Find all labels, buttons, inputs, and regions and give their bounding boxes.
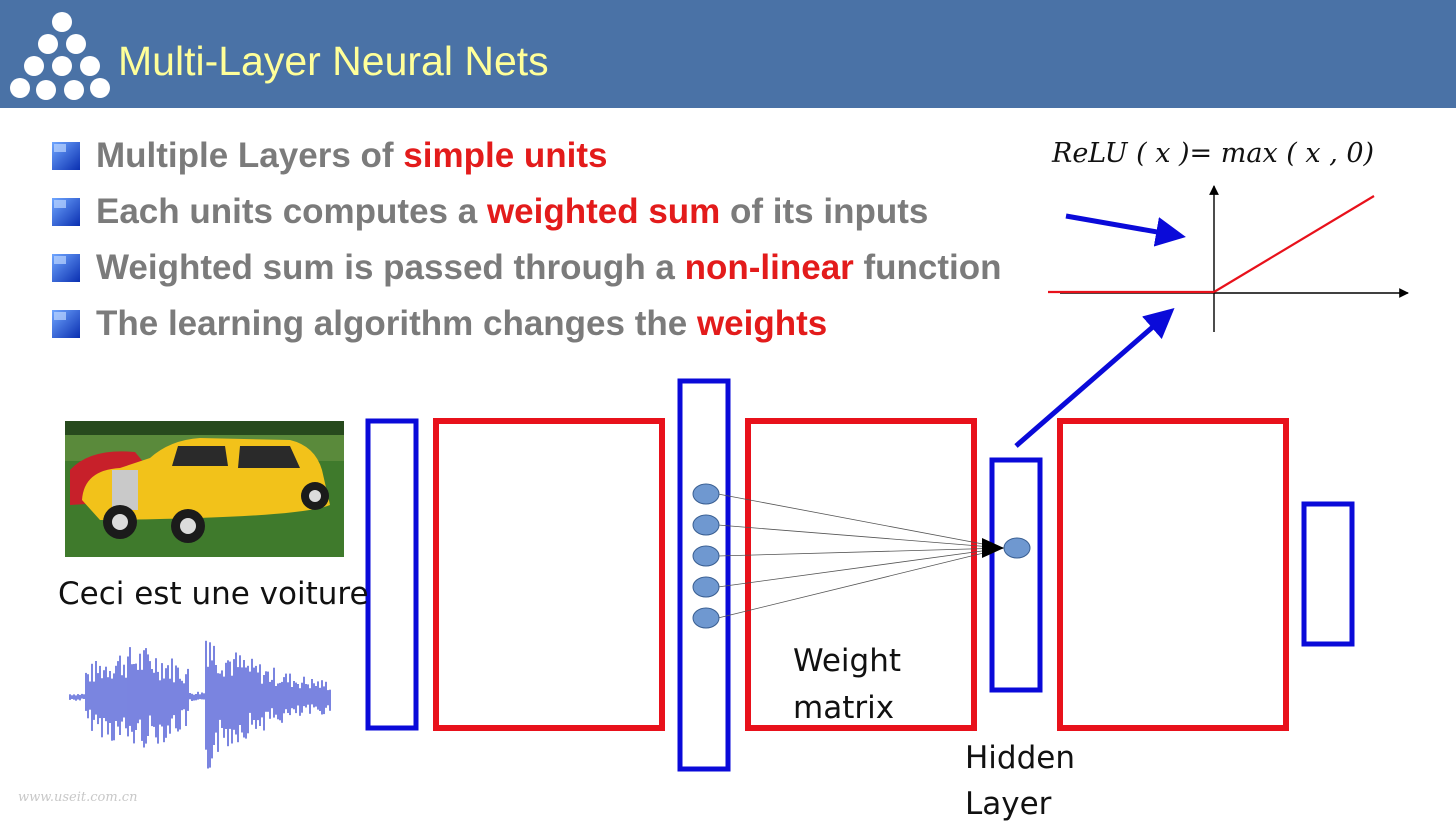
- bullet-highlight: weighted sum: [486, 192, 721, 231]
- square-bullet-icon: [52, 142, 80, 170]
- hidden-layer-label-line1: Hidden: [965, 740, 1075, 776]
- bullet-text: Each units computes a: [96, 192, 487, 231]
- arrow-to-relu-from-hidden: [1014, 308, 1175, 448]
- bullet-text-end: function: [853, 248, 1002, 287]
- bullet-item: Multiple Layers of simple units: [50, 130, 1002, 186]
- weight-matrix-2: [745, 418, 977, 731]
- bullet-highlight: simple units: [403, 136, 608, 175]
- node: [692, 576, 720, 598]
- bullet-item: Each units computes a weighted sum of it…: [50, 186, 1002, 242]
- layer-2: [677, 378, 731, 772]
- node: [692, 483, 720, 505]
- square-bullet-icon: [52, 254, 80, 282]
- layer-2-nodes: [692, 483, 720, 629]
- node: [692, 607, 720, 629]
- relu-linear-segment: [1213, 195, 1375, 293]
- square-bullet-icon: [52, 310, 80, 338]
- bullet-text: Multiple Layers of: [96, 136, 404, 175]
- bullet-text-end: of its inputs: [720, 192, 929, 231]
- molecule-logo-icon: [10, 12, 110, 100]
- slide-title: Multi-Layer Neural Nets: [118, 38, 549, 84]
- node: [692, 514, 720, 536]
- connection-arrowhead: [982, 538, 1004, 558]
- hidden-layer-label-line2: Layer: [965, 786, 1052, 822]
- weight-matrix-label-line1: Weight: [793, 643, 902, 679]
- square-bullet-icon: [52, 198, 80, 226]
- output-layer: [1301, 501, 1355, 647]
- bullet-highlight: weights: [696, 304, 828, 343]
- bullet-item: The learning algorithm changes the weigh…: [50, 298, 1002, 354]
- weight-matrix-3: [1057, 418, 1289, 731]
- bullet-list: Multiple Layers of simple units Each uni…: [50, 130, 1002, 354]
- bullet-text: Weighted sum is passed through a: [96, 248, 685, 287]
- image-caption: Ceci est une voiture: [58, 576, 369, 612]
- weight-matrix-1: [433, 418, 665, 731]
- bullet-highlight: non-linear: [684, 248, 854, 287]
- watermark: www.useit.com.cn: [18, 790, 138, 805]
- hidden-layer: [989, 457, 1043, 693]
- node: [692, 545, 720, 567]
- bullet-text: The learning algorithm changes the: [96, 304, 697, 343]
- arrow-to-relu-from-text: [1065, 213, 1186, 247]
- relu-formula: ReLU ( x )= max ( x , 0): [1052, 138, 1375, 169]
- weight-matrix-label-line2: matrix: [793, 690, 895, 726]
- hidden-node: [1003, 537, 1031, 559]
- relu-plot: [1048, 185, 1409, 332]
- bullet-item: Weighted sum is passed through a non-lin…: [50, 242, 1002, 298]
- weighted-connections: [717, 493, 1005, 619]
- input-layer: [365, 418, 419, 731]
- car-photo: [65, 421, 344, 557]
- audio-waveform: [69, 640, 331, 769]
- title-bar: Multi-Layer Neural Nets: [0, 0, 1456, 108]
